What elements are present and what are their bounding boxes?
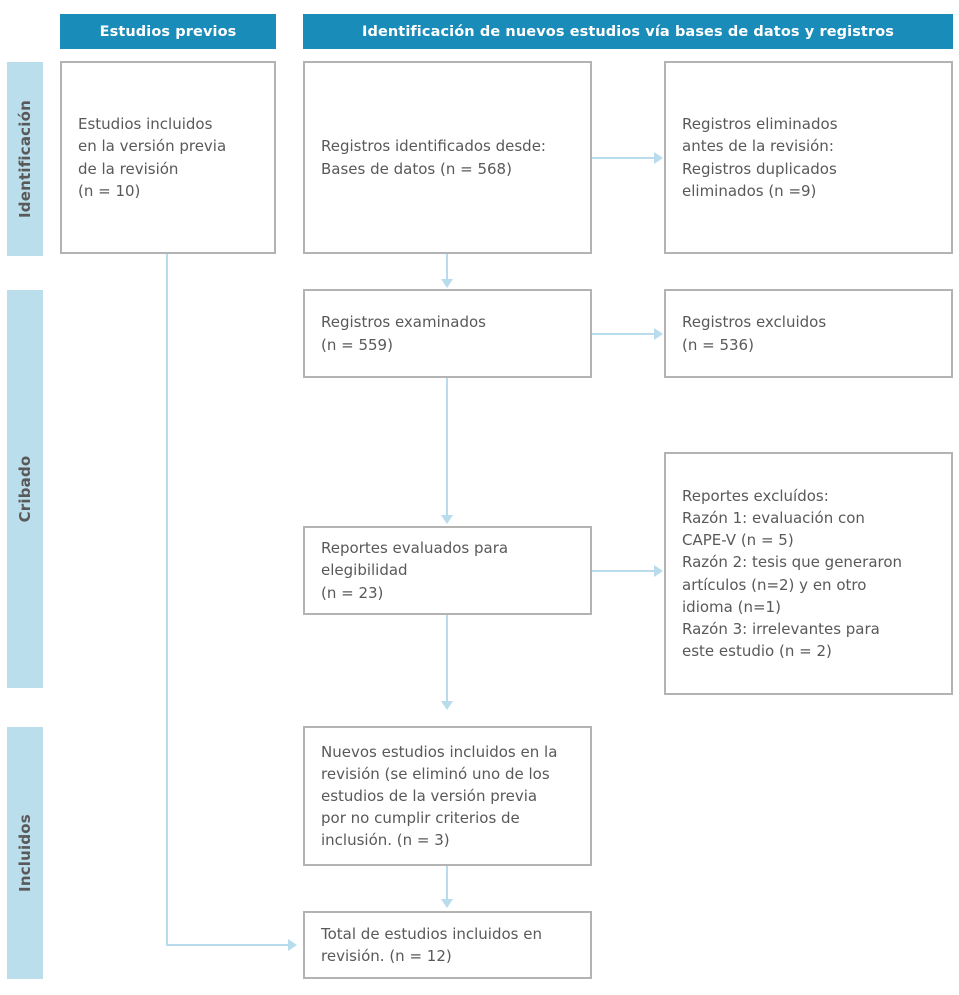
connector-examinados-to-evaluados: [446, 378, 448, 515]
header-identificacion-nuevos-estudios: Identificación de nuevos estudios vía ba…: [303, 14, 953, 49]
box-registros-examinados[interactable]: Registros examinados (n = 559): [303, 289, 592, 378]
box-estudios-incluidos-version-previa[interactable]: Estudios incluidos en la versión previa …: [60, 61, 276, 254]
box-reportes-excluidos-text: Reportes excluídos: Razón 1: evaluación …: [682, 487, 903, 660]
connector-previos-to-total-vertical: [166, 254, 168, 946]
header-identificacion-nuevos-estudios-label: Identificación de nuevos estudios vía ba…: [361, 23, 895, 40]
arrowhead-evaluados-to-nuevos-estudios: [441, 701, 453, 710]
box-registros-eliminados-text: Registros eliminados antes de la revisió…: [682, 115, 838, 200]
connector-previos-to-total-horizontal: [166, 944, 288, 946]
header-estudios-previos: Estudios previos: [60, 14, 276, 49]
arrowhead-examinados-to-evaluados: [441, 515, 453, 524]
box-reportes-evaluados-text: Reportes evaluados para elegibilidad (n …: [321, 539, 509, 602]
box-total-estudios-incluidos-text: Total de estudios incluidos en revisión.…: [321, 924, 542, 965]
connector-examinados-to-excluidos: [592, 333, 654, 335]
phase-bar-cribado: Cribado: [7, 290, 43, 688]
connector-evaluados-to-nuevos-estudios: [446, 615, 448, 701]
connector-evaluados-to-excluidos: [592, 570, 654, 572]
box-registros-excluidos[interactable]: Registros excluidos (n = 536): [664, 289, 953, 378]
connector-identificados-to-examinados: [446, 254, 448, 279]
arrowhead-examinados-to-excluidos: [654, 328, 663, 340]
box-reportes-excluidos[interactable]: Reportes excluídos: Razón 1: evaluación …: [664, 452, 953, 695]
arrowhead-previos-to-total: [288, 939, 297, 951]
box-registros-eliminados[interactable]: Registros eliminados antes de la revisió…: [664, 61, 953, 254]
box-total-estudios-incluidos[interactable]: Total de estudios incluidos en revisión.…: [303, 911, 592, 979]
box-reportes-evaluados[interactable]: Reportes evaluados para elegibilidad (n …: [303, 526, 592, 615]
box-nuevos-estudios-incluidos[interactable]: Nuevos estudios incluidos en la revisión…: [303, 726, 592, 866]
arrowhead-nuevos-estudios-to-total: [441, 899, 453, 908]
box-registros-examinados-text: Registros examinados (n = 559): [321, 313, 486, 354]
box-registros-excluidos-text: Registros excluidos (n = 536): [682, 313, 827, 354]
box-registros-identificados-text: Registros identificados desde: Bases de …: [321, 137, 546, 178]
box-registros-identificados[interactable]: Registros identificados desde: Bases de …: [303, 61, 592, 254]
phase-label-cribado: Cribado: [16, 455, 34, 523]
box-nuevos-estudios-incluidos-text: Nuevos estudios incluidos en la revisión…: [321, 742, 558, 850]
connector-nuevos-estudios-to-total: [446, 866, 448, 899]
header-estudios-previos-label: Estudios previos: [99, 23, 237, 40]
phase-bar-identificacion: Identificación: [7, 62, 43, 256]
box-estudios-incluidos-version-previa-text: Estudios incluidos en la versión previa …: [78, 115, 227, 200]
phase-label-incluidos: Incluidos: [16, 814, 34, 892]
connector-identificados-to-eliminados: [592, 157, 654, 159]
arrowhead-evaluados-to-excluidos: [654, 565, 663, 577]
arrowhead-identificados-to-examinados: [441, 279, 453, 288]
phase-label-identificacion: Identificación: [16, 100, 34, 218]
phase-bar-incluidos: Incluidos: [7, 727, 43, 979]
arrowhead-identificados-to-eliminados: [654, 152, 663, 164]
